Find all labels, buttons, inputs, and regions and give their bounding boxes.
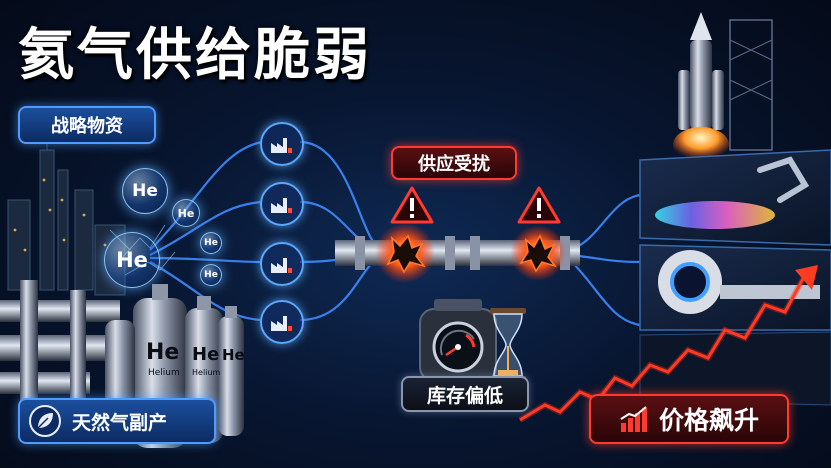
hourglass-icon — [490, 308, 526, 382]
cylinder-symbol: He — [146, 340, 180, 365]
cylinder-name: Helium — [148, 368, 180, 378]
cylinder-symbol: He — [192, 344, 220, 365]
pipe-rupture-2 — [510, 225, 566, 281]
low-inventory-tag: 库存偏低 — [401, 376, 529, 412]
leaf-icon — [29, 405, 61, 437]
factory-icon — [260, 122, 304, 166]
supply-disrupted-tag: 供应受扰 — [391, 146, 517, 180]
storage-tank-with-gauge — [419, 299, 497, 382]
factory-icon — [260, 182, 304, 226]
price-soaring-label: 价格飙升 — [658, 406, 759, 435]
strategic-material-label: 战略物资 — [51, 116, 123, 137]
chip-fab-panel — [639, 149, 831, 246]
warning-icon — [517, 186, 561, 224]
strategic-material-tag: 战略物资 — [18, 106, 156, 144]
factory-icon — [260, 242, 304, 286]
helium-bubble: He — [200, 264, 222, 286]
pipe-rupture-1 — [375, 223, 435, 283]
price-soaring-tag: 价格飙升 — [589, 394, 789, 444]
page-title: 氦气供给脆弱 — [18, 23, 372, 88]
rocket-launch — [673, 12, 773, 163]
supply-disrupted-label: 供应受扰 — [418, 154, 490, 175]
low-inventory-label: 库存偏低 — [426, 384, 503, 407]
helium-bubble: He — [200, 232, 222, 254]
factory-icon — [260, 300, 304, 344]
mri-panel — [639, 244, 831, 331]
natural-gas-byproduct-tag: 天然气副产 — [18, 398, 216, 444]
helium-bubble: He — [172, 199, 200, 227]
helium-bubble: He — [104, 232, 160, 288]
warning-icon — [390, 186, 434, 224]
pipelines-left — [0, 280, 120, 420]
natural-gas-byproduct-label: 天然气副产 — [72, 411, 168, 434]
rising-bar-chart-icon — [620, 406, 647, 432]
price-trend-line — [518, 265, 818, 423]
helium-bubble: He — [122, 168, 168, 214]
cylinder-name: Helium — [192, 368, 221, 377]
cylinder-symbol: He — [222, 346, 245, 364]
